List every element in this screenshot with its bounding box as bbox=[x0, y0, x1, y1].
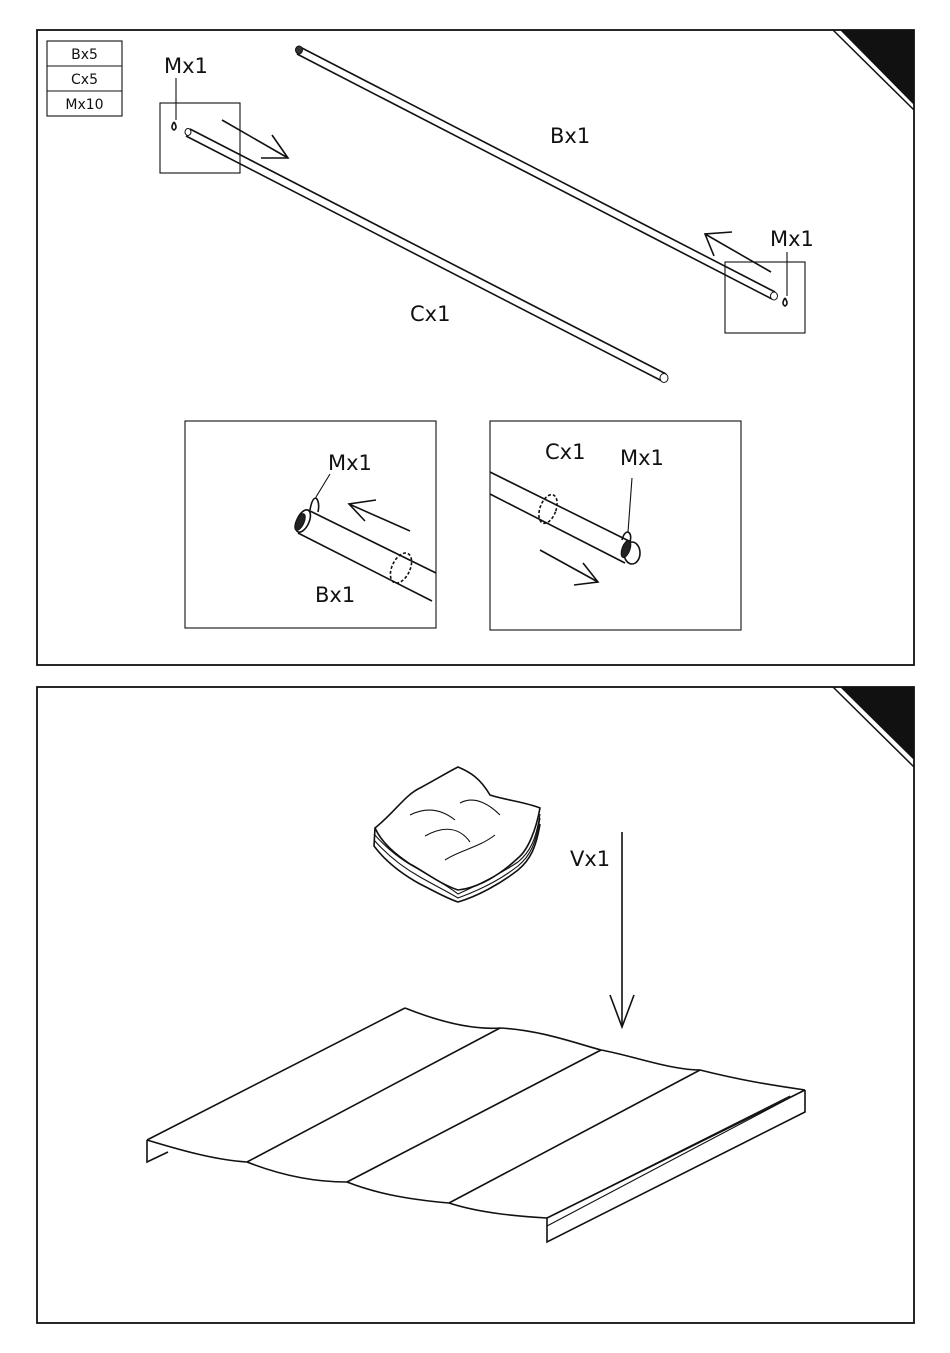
detail-right-m-label: Mx1 bbox=[620, 446, 664, 470]
clip-m-right-label: Mx1 bbox=[770, 227, 814, 251]
rod-c-label: Cx1 bbox=[410, 302, 450, 326]
rod-b-label: Bx1 bbox=[550, 124, 590, 148]
corner-tab-top bbox=[840, 30, 914, 105]
canopy-frame bbox=[147, 1008, 805, 1242]
panel-top: Bx5 Cx5 Mx10 Bx1 Cx1 Mx1 bbox=[37, 30, 914, 665]
parts-table: Bx5 Cx5 Mx10 bbox=[47, 41, 122, 116]
rod-b bbox=[296, 46, 778, 300]
clip-m-left-label: Mx1 bbox=[164, 54, 208, 78]
arrow-down bbox=[610, 832, 634, 1027]
folded-fabric bbox=[374, 767, 540, 902]
rod-c bbox=[185, 129, 668, 383]
clip-m-left bbox=[172, 122, 176, 130]
detail-left-b-label: Bx1 bbox=[315, 583, 355, 607]
detail-right-c-label: Cx1 bbox=[545, 440, 585, 464]
parts-table-row: Mx10 bbox=[65, 97, 103, 113]
detail-left-m-label: Mx1 bbox=[328, 451, 372, 475]
parts-table-row: Bx5 bbox=[71, 47, 98, 63]
detail-left bbox=[185, 421, 436, 628]
panel-bottom-frame bbox=[37, 687, 914, 1323]
canopy-v-label: Vx1 bbox=[570, 847, 610, 871]
arrow-right-down bbox=[222, 120, 288, 158]
parts-table-row: Cx5 bbox=[71, 72, 98, 88]
inset-left bbox=[160, 78, 240, 173]
panel-bottom: Vx1 bbox=[37, 687, 914, 1323]
corner-tab-bottom bbox=[840, 687, 914, 760]
detail-right bbox=[490, 421, 741, 630]
clip-m-right bbox=[783, 298, 787, 306]
arrow-left-up bbox=[705, 232, 771, 272]
clip-m-detail-left bbox=[310, 498, 319, 512]
inset-right bbox=[725, 252, 805, 333]
panel-top-frame bbox=[37, 30, 914, 665]
